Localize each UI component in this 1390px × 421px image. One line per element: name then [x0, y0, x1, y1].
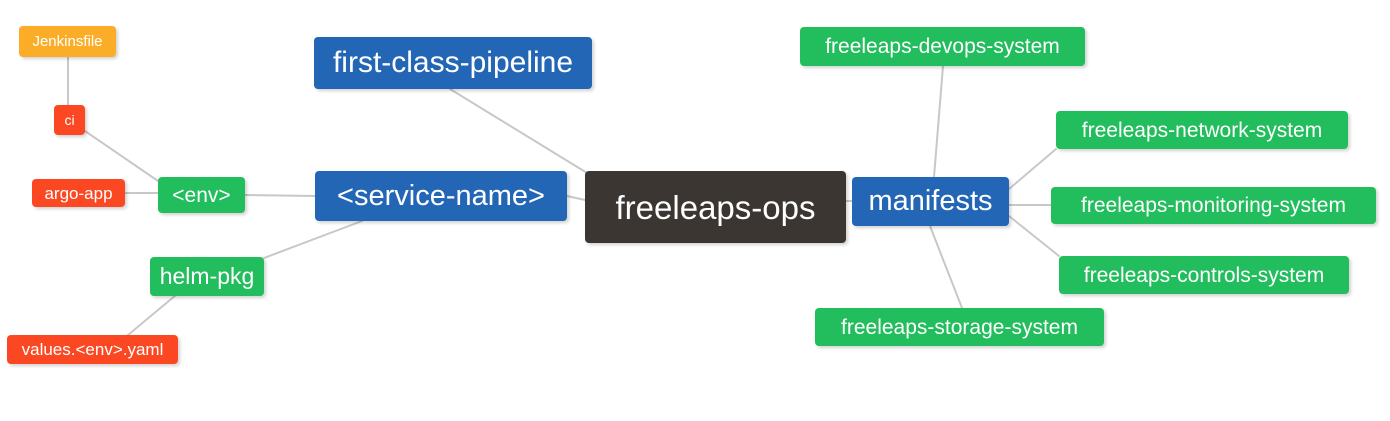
edge-manifests-to-network: [1008, 148, 1057, 190]
mindmap-node-env[interactable]: <env>: [158, 177, 245, 213]
mindmap-node-label: values.<env>.yaml: [21, 340, 164, 359]
mindmap-node-label: freeleaps-storage-system: [841, 315, 1078, 339]
mindmap-node-label: freeleaps-monitoring-system: [1081, 194, 1346, 217]
edge-manifests-to-controls: [1008, 215, 1060, 257]
mindmap-node-pipeline[interactable]: first-class-pipeline: [314, 37, 592, 89]
mindmap-node-manifests[interactable]: manifests: [852, 177, 1009, 226]
mindmap-node-service[interactable]: <service-name>: [315, 171, 567, 221]
mindmap-node-label: freeleaps-network-system: [1081, 118, 1323, 142]
mindmap-node-label: freeleaps-ops: [615, 188, 816, 226]
mindmap-node-controls[interactable]: freeleaps-controls-system: [1059, 256, 1349, 294]
edge-root-to-service: [566, 195, 586, 201]
edge-env-to-ci: [84, 130, 159, 182]
edge-service-to-helm: [263, 220, 363, 259]
mindmap-node-root[interactable]: freeleaps-ops: [585, 171, 846, 243]
mindmap-node-ci[interactable]: ci: [54, 105, 85, 135]
edge-manifests-to-devops: [933, 65, 944, 178]
mindmap-node-label: ci: [64, 112, 75, 128]
mindmap-node-network[interactable]: freeleaps-network-system: [1056, 111, 1348, 149]
mindmap-node-label: argo-app: [44, 183, 113, 203]
mindmap-node-monitoring[interactable]: freeleaps-monitoring-system: [1051, 187, 1376, 224]
mindmap-node-helm[interactable]: helm-pkg: [150, 257, 264, 296]
mindmap-node-label: manifests: [868, 185, 993, 217]
mindmap-node-storage[interactable]: freeleaps-storage-system: [815, 308, 1104, 346]
edge-service-to-env: [244, 194, 316, 197]
mindmap-node-values[interactable]: values.<env>.yaml: [7, 335, 178, 364]
mindmap-node-devops[interactable]: freeleaps-devops-system: [800, 27, 1085, 66]
mindmap-node-jenkinsfile[interactable]: Jenkinsfile: [19, 26, 116, 57]
edge-root-to-pipeline: [449, 88, 593, 177]
mindmap-node-argo[interactable]: argo-app: [32, 179, 125, 207]
mindmap-node-label: <env>: [172, 183, 231, 207]
edge-manifests-to-storage: [929, 225, 963, 309]
edge-helm-to-values: [127, 294, 177, 336]
mindmap-node-label: helm-pkg: [159, 263, 255, 289]
mindmap-node-label: freeleaps-controls-system: [1083, 263, 1325, 287]
mindmap-node-label: <service-name>: [337, 179, 545, 212]
mindmap-node-label: Jenkinsfile: [32, 33, 103, 50]
mindmap-node-label: first-class-pipeline: [332, 46, 574, 79]
mindmap-node-label: freeleaps-devops-system: [825, 35, 1060, 58]
